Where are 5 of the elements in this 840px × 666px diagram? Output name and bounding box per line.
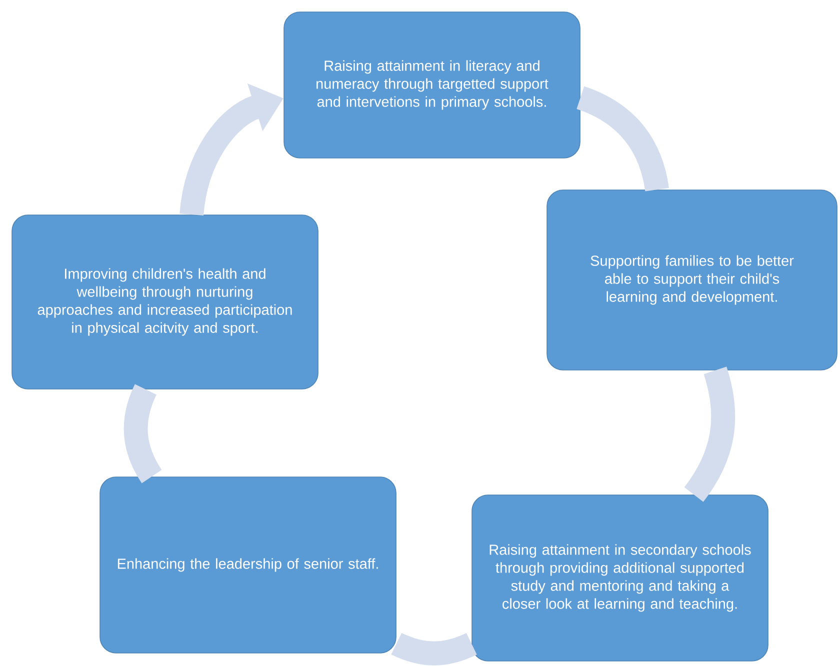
process-box: Raising attainment in secondary schools through providing additional supported study and mentoring and taking a closer look at learning and teaching. — [472, 494, 768, 662]
process-box: Supporting families to be better able to support their child's learning and development. — [546, 190, 838, 370]
process-box: Enhancing the leadership of senior staff. — [100, 476, 396, 654]
process-box: Raising attainment in literacy and numeracy through targetted support and intervetions in primary schools. — [284, 12, 580, 158]
process-box: Improving children's health and wellbeing through nurturing approaches and increased participation in physical acitvity and sport. — [12, 214, 318, 390]
